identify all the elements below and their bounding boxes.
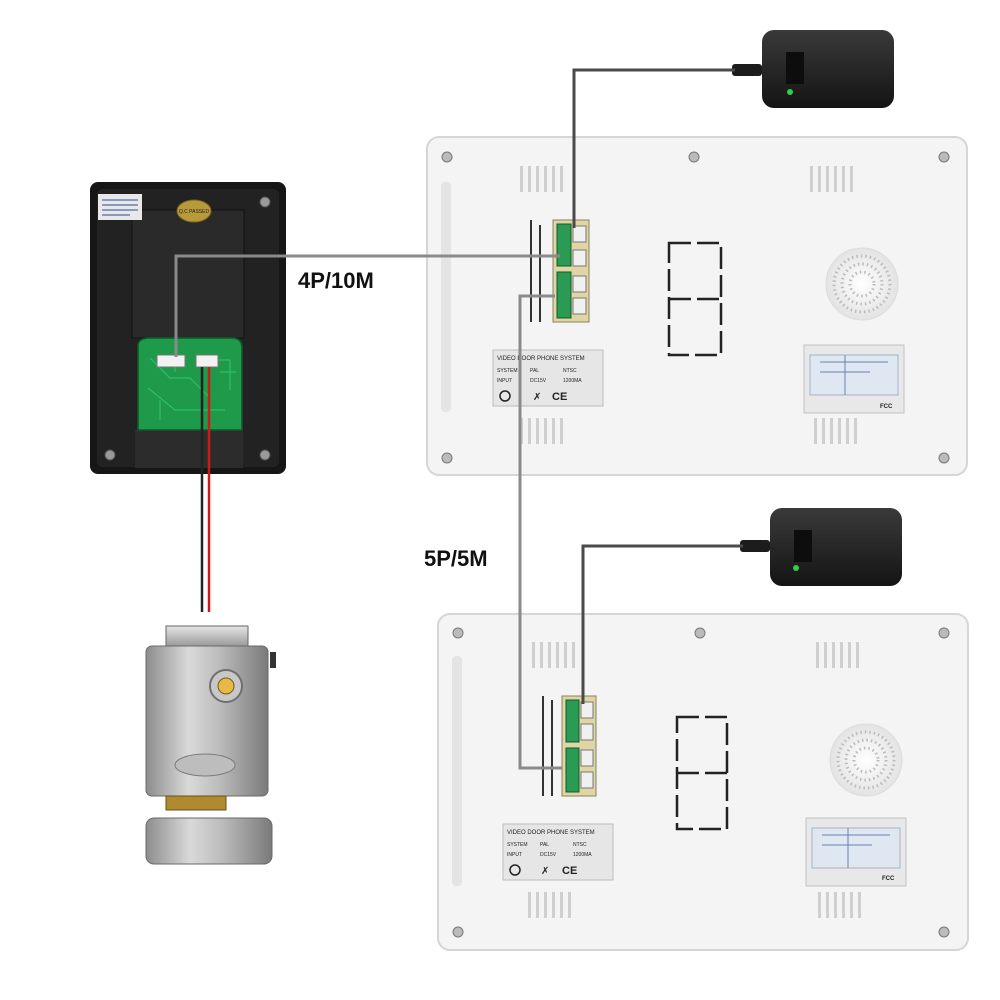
weee-bin-icon: ✗ [533, 392, 541, 403]
screw-icon [938, 151, 950, 163]
screw-icon [938, 926, 950, 938]
wiring-sticker: FCC [803, 344, 905, 414]
screw-icon [452, 926, 464, 938]
screw-icon [938, 627, 950, 639]
vent-slots [520, 166, 857, 444]
svg-text:NTSC: NTSC [563, 368, 577, 374]
rating-sticker [98, 194, 142, 220]
power-cable-2 [581, 544, 743, 704]
svg-text:PAL: PAL [540, 842, 549, 848]
circuit-board [137, 337, 243, 431]
svg-text:DC15V: DC15V [540, 852, 557, 858]
electric-lock [145, 625, 276, 865]
cable-4p-10m [174, 254, 560, 357]
cable-5p-5m [518, 294, 562, 770]
screw-icon [938, 452, 950, 464]
indoor-monitor-2: VIDEO DOOR PHONE SYSTEM SYSTEM PAL NTSC … [437, 613, 969, 951]
certification-icon [499, 390, 511, 402]
screw-icon [441, 452, 453, 464]
pcb-connector-2p [195, 354, 219, 368]
power-led-icon [793, 565, 799, 571]
port-brackets [542, 696, 553, 796]
power-adapter-1 [732, 30, 894, 108]
svg-text:Q.C PASSED: Q.C PASSED [179, 209, 210, 215]
svg-text:CE: CE [562, 865, 577, 877]
cable-length-label-4p: 4P/10M [298, 268, 374, 293]
connector-block [552, 219, 590, 323]
qc-passed-stamp: Q.C PASSED [176, 199, 212, 223]
svg-text:SYSTEM: SYSTEM [497, 368, 518, 374]
svg-text:FCC: FCC [882, 876, 895, 882]
svg-text:SYSTEM: SYSTEM [507, 842, 528, 848]
speaker-grille [825, 247, 899, 321]
wiring-sticker: FCC [805, 817, 907, 887]
pcb-connector-4p [156, 354, 186, 368]
svg-text:FCC: FCC [880, 404, 893, 410]
lock-brand-plate [174, 753, 236, 777]
svg-text:PAL: PAL [530, 368, 539, 374]
svg-text:VIDEO DOOR PHONE SYSTEM: VIDEO DOOR PHONE SYSTEM [507, 830, 595, 836]
mounting-bracket-outline [675, 715, 729, 831]
screw-icon [104, 449, 116, 461]
svg-text:INPUT: INPUT [507, 852, 522, 858]
svg-text:DC15V: DC15V [530, 378, 547, 384]
product-label: VIDEO DOOR PHONE SYSTEM SYSTEM PAL NTSC … [502, 823, 614, 881]
svg-text:VIDEO DOOR PHONE SYSTEM: VIDEO DOOR PHONE SYSTEM [497, 356, 585, 362]
screw-icon [441, 151, 453, 163]
screw-icon [688, 151, 700, 163]
svg-text:NTSC: NTSC [573, 842, 587, 848]
svg-text:1200MA: 1200MA [573, 852, 592, 858]
cable-length-label-5p: 5P/5M [424, 546, 488, 571]
screw-icon [694, 627, 706, 639]
mounting-bracket-outline [667, 241, 723, 357]
svg-text:INPUT: INPUT [497, 378, 512, 384]
power-adapter-2 [740, 508, 902, 586]
power-led-icon [787, 89, 793, 95]
outdoor-camera-unit: Q.C PASSED [90, 182, 286, 474]
connector-block [561, 695, 597, 797]
svg-text:CE: CE [552, 391, 567, 403]
svg-text:1200MA: 1200MA [563, 378, 582, 384]
screw-icon [452, 627, 464, 639]
certification-icon [509, 864, 521, 876]
indoor-monitor-1: VIDEO DOOR PHONE SYSTEM SYSTEM PAL NTSC … [426, 136, 968, 476]
port-brackets [530, 220, 541, 322]
screw-icon [259, 196, 271, 208]
speaker-grille [829, 723, 903, 797]
power-cable-1 [572, 68, 735, 228]
screw-icon [259, 449, 271, 461]
vent-slots [528, 642, 861, 918]
product-label: VIDEO DOOR PHONE SYSTEM SYSTEM PAL NTSC … [492, 349, 604, 407]
weee-bin-icon: ✗ [541, 866, 549, 877]
